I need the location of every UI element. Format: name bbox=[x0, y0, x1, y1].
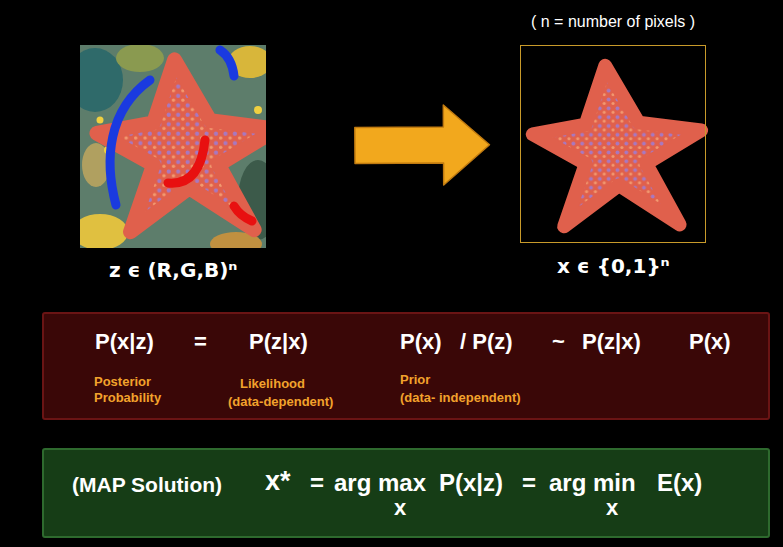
formula-symbol: = bbox=[522, 468, 536, 498]
formula-term: E(x) bbox=[657, 468, 702, 498]
formula-term: x* bbox=[265, 465, 291, 499]
formula-symbol: = bbox=[310, 468, 324, 498]
starfish bbox=[97, 60, 266, 232]
formula-operator: arg max bbox=[334, 468, 426, 498]
foreground-stroke bbox=[234, 206, 252, 221]
formula-label: (MAP Solution) bbox=[72, 472, 222, 498]
segmented-starfish bbox=[533, 66, 702, 227]
output-image-frame: ( n = number of pixels )x ϵ {0,1}ⁿ bbox=[520, 45, 706, 243]
formula-term: / P(z) bbox=[460, 328, 513, 356]
rock-patch bbox=[116, 45, 164, 72]
block-arrow bbox=[355, 105, 490, 185]
image-caption: z ϵ (R,G,B)ⁿ bbox=[109, 258, 237, 283]
polyp bbox=[254, 106, 262, 114]
background-stroke bbox=[220, 50, 234, 76]
formula-operator: arg min bbox=[549, 468, 636, 498]
formula-term: P(z|x) bbox=[249, 328, 308, 356]
map-solution-box: (MAP Solution)x*=arg maxxP(x|z)=arg minx… bbox=[42, 448, 770, 538]
rock-patch bbox=[80, 214, 128, 248]
image-caption: x ϵ {0,1}ⁿ bbox=[557, 254, 670, 279]
term-label: Posterior Probability bbox=[94, 374, 161, 407]
operator-subscript: x bbox=[606, 494, 618, 522]
operator-subscript: x bbox=[394, 494, 406, 522]
input-image-frame: z ϵ (R,G,B)ⁿ bbox=[80, 45, 266, 248]
polyp bbox=[97, 117, 104, 124]
note-text: ( n = number of pixels ) bbox=[531, 12, 695, 32]
background-stroke bbox=[110, 80, 150, 205]
term-label: (data-dependent) bbox=[228, 394, 333, 410]
term-label: Prior bbox=[400, 372, 430, 388]
formula-term: P(x) bbox=[400, 328, 442, 356]
foreground-stroke bbox=[168, 140, 205, 183]
formula-symbol: ~ bbox=[552, 328, 565, 356]
formula-term: P(x|z) bbox=[95, 328, 154, 356]
term-label: (data- independent) bbox=[400, 390, 521, 406]
formula-symbol: = bbox=[194, 328, 207, 356]
bayes-formula-box: P(x|z) = P(z|x) P(x) / P(z) ~ P(z|x) P(x) Poster… bbox=[42, 312, 770, 420]
formula-term: P(x|z) bbox=[439, 468, 503, 498]
term-label: Likelihood bbox=[240, 376, 305, 392]
formula-term: P(z|x) bbox=[582, 328, 641, 356]
input-photo bbox=[80, 45, 266, 248]
formula-term: P(x) bbox=[689, 328, 731, 356]
